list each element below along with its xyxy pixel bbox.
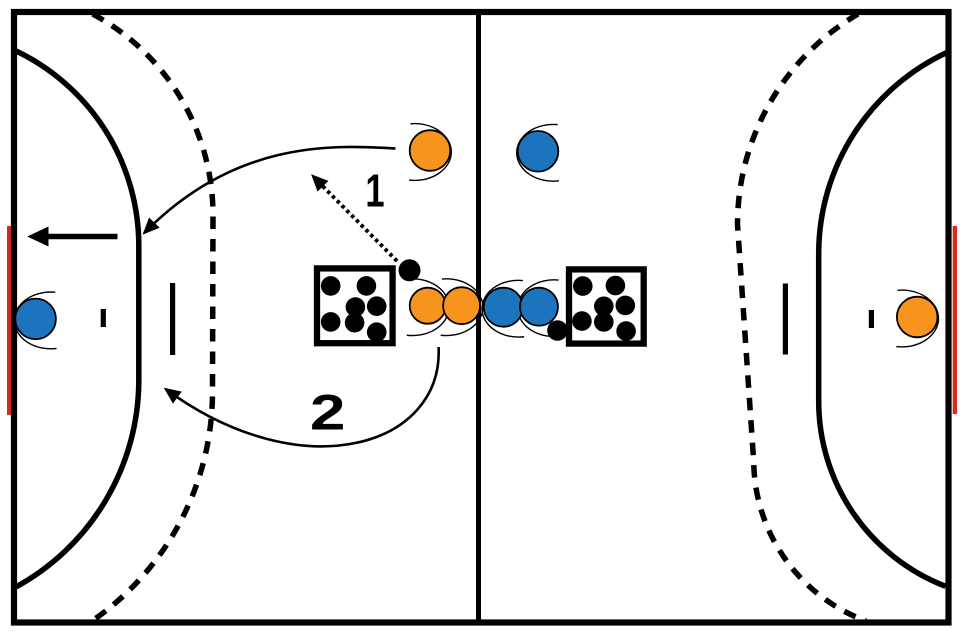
svg-text:1: 1	[365, 165, 384, 217]
svg-text:2: 2	[310, 385, 346, 441]
